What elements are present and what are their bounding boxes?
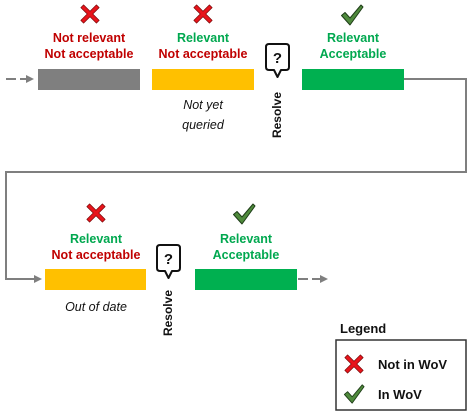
stage-bar-acceptable — [195, 269, 297, 290]
resolve-label: Resolve — [161, 290, 175, 336]
legend-title: Legend — [340, 321, 386, 336]
question-bubble-icon: ? — [265, 43, 290, 78]
stage-label-line1: Relevant — [220, 232, 273, 246]
cross-icon — [86, 203, 106, 223]
resolve-label: Resolve — [270, 92, 284, 138]
legend-item-label: Not in WoV — [378, 357, 447, 372]
question-mark: ? — [164, 251, 173, 268]
stage-note-line2: queried — [182, 118, 225, 132]
stage-label-line2: Not acceptable — [45, 47, 134, 61]
stage-label-line2: Not acceptable — [52, 248, 141, 262]
question-bubble-icon: ? — [156, 244, 181, 279]
stage-label-line1: Not relevant — [53, 31, 126, 45]
stage-bar-not-relevant — [38, 69, 140, 90]
stage-label-line1: Relevant — [70, 232, 123, 246]
stage-label-line2: Acceptable — [213, 248, 280, 262]
check-icon — [233, 203, 256, 225]
stage-label-line2: Not acceptable — [159, 47, 248, 61]
stage-note-line1: Not yet — [183, 98, 223, 112]
cross-icon — [80, 4, 100, 24]
cross-icon — [193, 4, 213, 24]
question-mark: ? — [273, 50, 282, 67]
stage-note: Out of date — [65, 300, 127, 314]
stage-label-line1: Relevant — [327, 31, 380, 45]
legend-item-label: In WoV — [378, 387, 422, 402]
stage-bar-not-acceptable — [152, 69, 254, 90]
legend-box — [335, 339, 467, 411]
legend: Legend Not in WoV In WoV — [335, 321, 467, 411]
stage-label-line2: Acceptable — [320, 47, 387, 61]
check-icon — [341, 4, 364, 26]
flow-connector — [5, 78, 467, 283]
stage-label-line1: Relevant — [177, 31, 230, 45]
stage-bar-not-acceptable — [45, 269, 146, 290]
stage-bar-acceptable — [302, 69, 404, 90]
